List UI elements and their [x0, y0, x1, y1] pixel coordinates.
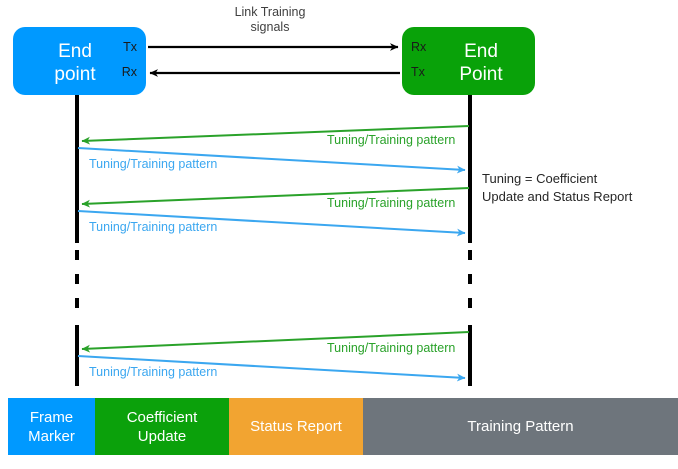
- endpoint-right-port-rx: Rx: [411, 40, 427, 54]
- message-label-5: Tuning/Training pattern: [327, 341, 456, 355]
- message-arrow-5: [81, 331, 470, 353]
- endpoint-right[interactable]: End Point Rx Tx: [402, 27, 535, 95]
- endpoint-left[interactable]: End point Tx Rx: [13, 27, 146, 95]
- message-arrow-4: [77, 210, 466, 237]
- frame-segment-frame-marker[interactable]: Frame Marker: [8, 398, 95, 455]
- message-arrow-3: [81, 187, 470, 208]
- frame-segment-training-pattern[interactable]: Training Pattern: [363, 398, 678, 455]
- message-arrow-6: [77, 355, 466, 382]
- frame-structure-bar: Frame Marker Coefficient Update Status R…: [8, 398, 678, 455]
- message-label-4: Tuning/Training pattern: [89, 220, 218, 234]
- message-label-1: Tuning/Training pattern: [327, 133, 456, 147]
- message-label-6: Tuning/Training pattern: [89, 365, 218, 379]
- link-training-label: Link Training signals: [234, 5, 306, 34]
- endpoint-left-title: End point: [54, 41, 96, 85]
- endpoint-left-port-tx: Tx: [123, 40, 137, 54]
- endpoint-right-port-tx: Tx: [411, 65, 425, 79]
- frame-segment-coefficient-update[interactable]: Coefficient Update: [95, 398, 229, 455]
- endpoint-right-title: End Point: [459, 41, 503, 85]
- endpoint-left-port-rx: Rx: [121, 65, 137, 79]
- message-label-2: Tuning/Training pattern: [89, 157, 218, 171]
- message-arrow-2: [77, 147, 466, 174]
- message-arrow-1: [81, 125, 470, 145]
- tuning-definition-note: Tuning = Coefficient Update and Status R…: [482, 171, 633, 204]
- message-label-3: Tuning/Training pattern: [327, 196, 456, 210]
- frame-segment-status-report[interactable]: Status Report: [229, 398, 363, 455]
